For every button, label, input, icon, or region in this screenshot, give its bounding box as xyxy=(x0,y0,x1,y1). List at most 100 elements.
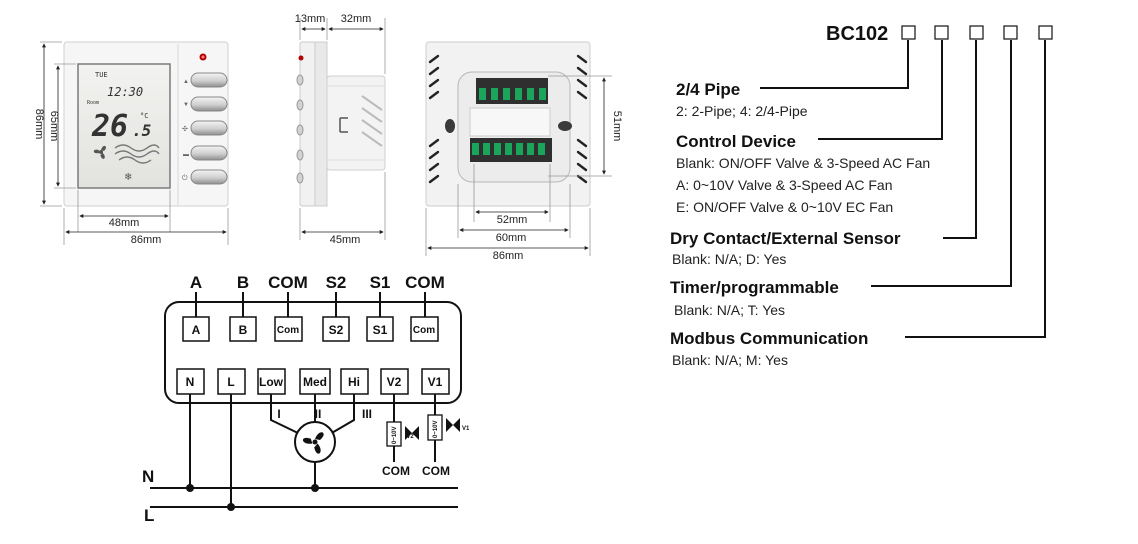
terminal-screws-bottom xyxy=(472,143,545,155)
ordering-code: BC102 2/4 Pipe 2: 2-Pipe; 4: 2/4-Pipe Co… xyxy=(670,23,1053,368)
power-icon: ⏻ xyxy=(182,174,188,182)
leader-lines xyxy=(760,40,1046,338)
button-mode[interactable]: ▬ xyxy=(183,145,228,161)
top-label-com-2: COM xyxy=(405,273,445,292)
terminal-com-1: Com xyxy=(277,325,299,336)
button-up[interactable]: ▲ xyxy=(183,72,228,88)
valve-v2-label: V2 xyxy=(406,434,414,440)
terminal-com-2: Com xyxy=(413,325,435,336)
top-label-s1: S1 xyxy=(370,273,391,292)
option-modbus-desc: Blank: N/A; M: Yes xyxy=(672,352,788,368)
option-control-title: Control Device xyxy=(676,132,796,151)
fan-small-icon: ✣ xyxy=(182,125,188,133)
model-number: BC102 xyxy=(826,23,888,45)
valve-v2-voltage: 0~10V xyxy=(392,426,398,444)
top-label-a: A xyxy=(190,273,202,292)
side-frame xyxy=(314,41,328,207)
option-control-desc-3: E: ON/OFF Valve & 0~10V EC Fan xyxy=(676,199,893,215)
dimension-lines-front xyxy=(40,41,229,245)
button-fan[interactable]: ✣ xyxy=(182,120,228,136)
valve-v2-com: COM xyxy=(382,464,410,478)
dim-front-height-outer: 86mm xyxy=(33,109,45,140)
option-control-desc-1: Blank: ON/OFF Valve & 3-Speed AC Fan xyxy=(676,155,930,171)
dimension-lines-back xyxy=(425,75,612,256)
dim-side-depth: 45mm xyxy=(330,234,361,246)
lcd-room: Room xyxy=(87,100,99,106)
dim-side-front: 13mm xyxy=(295,13,326,25)
terminal-n: N xyxy=(186,375,195,389)
junction-dots xyxy=(186,484,319,511)
valve-v2: 0~10V V2 xyxy=(386,421,419,447)
option-timer-title: Timer/programmable xyxy=(670,278,839,297)
side-body xyxy=(326,75,386,171)
lcd-time: 12:30 xyxy=(107,85,143,99)
top-label-com-1: COM xyxy=(268,273,308,292)
speed-mark-med: II xyxy=(315,407,322,421)
back-vents xyxy=(428,54,588,184)
terminal-screws-top xyxy=(479,88,546,100)
fan-icon xyxy=(93,145,106,159)
side-view: 13mm 32mm 45mm xyxy=(295,13,386,246)
side-buttons xyxy=(296,74,304,184)
valve-v1: 0~10V V1 xyxy=(427,414,470,441)
controller-enclosure xyxy=(164,301,462,404)
terminal-block-top xyxy=(476,78,548,104)
option-timer-desc: Blank: N/A; T: Yes xyxy=(674,302,785,318)
mounting-hole-left xyxy=(445,119,455,133)
menu-icon: ▬ xyxy=(183,152,189,158)
top-label-b: B xyxy=(237,273,249,292)
terminal-med: Med xyxy=(303,375,327,389)
wires xyxy=(150,394,458,508)
terminal-low: Low xyxy=(259,375,284,389)
back-view: 51mm 52mm 60mm 86mm xyxy=(425,41,623,262)
option-pipe-title: 2/4 Pipe xyxy=(676,80,740,99)
valve-v1-voltage: 0~10V xyxy=(433,420,439,438)
button-down[interactable]: ▼ xyxy=(183,96,228,112)
up-icon: ▲ xyxy=(183,79,189,85)
top-label-s2: S2 xyxy=(326,273,347,292)
option-sensor-desc: Blank: N/A; D: Yes xyxy=(672,251,786,267)
airflow-icon xyxy=(114,144,160,164)
side-vents xyxy=(361,95,383,147)
option-pipe-desc: 2: 2-Pipe; 4: 2/4-Pipe xyxy=(676,103,808,119)
wiring-diagram: A B COM S2 S1 COM A B Com S2 S1 Com xyxy=(142,273,470,525)
snowflake-icon: ❄ xyxy=(124,172,132,183)
lcd-temperature-decimal: .5 xyxy=(132,121,151,140)
fan-motor-icon xyxy=(294,421,336,463)
dim-side-back: 32mm xyxy=(341,13,372,25)
option-modbus-title: Modbus Communication xyxy=(670,329,868,348)
mounting-hole-right xyxy=(558,121,572,131)
speed-mark-hi: III xyxy=(362,407,372,421)
dim-front-height-inner: 65mm xyxy=(48,111,60,142)
terminal-s2: S2 xyxy=(329,323,344,337)
lcd-day: TUE xyxy=(95,71,108,79)
dim-back-width-mid: 60mm xyxy=(496,232,527,244)
bus-n-label: N xyxy=(142,467,154,486)
front-view: TUE 12:30 Room 26 .5 °C ❄ ▲ ▼ xyxy=(33,41,229,246)
down-icon: ▼ xyxy=(183,102,189,108)
valve-v1-label: V1 xyxy=(462,426,470,432)
lcd-screen xyxy=(77,63,171,189)
option-control-desc-2: A: 0~10V Valve & 3-Speed AC Fan xyxy=(676,177,893,193)
dim-back-width-outer: 86mm xyxy=(493,250,524,262)
dim-front-width-outer: 86mm xyxy=(131,234,162,246)
lcd-unit: °C xyxy=(140,112,148,120)
bus-l-label: L xyxy=(144,506,154,525)
terminal-v1: V1 xyxy=(428,375,443,389)
dim-back-height: 51mm xyxy=(611,111,623,142)
terminal-l: L xyxy=(227,375,234,389)
button-power[interactable]: ⏻ xyxy=(182,169,228,185)
lcd-temperature: 26 xyxy=(91,109,128,144)
power-led xyxy=(199,53,207,61)
terminal-hi: Hi xyxy=(348,375,360,389)
valve-v1-com: COM xyxy=(422,464,450,478)
dim-front-width-lcd: 48mm xyxy=(109,217,140,229)
dim-back-width-inner: 52mm xyxy=(497,214,528,226)
terminal-s1: S1 xyxy=(373,323,388,337)
terminal-a: A xyxy=(192,323,201,337)
code-boxes xyxy=(901,25,1053,40)
speed-mark-low: I xyxy=(277,407,280,421)
dimension-lines-side xyxy=(299,18,386,240)
option-sensor-title: Dry Contact/External Sensor xyxy=(670,229,901,248)
